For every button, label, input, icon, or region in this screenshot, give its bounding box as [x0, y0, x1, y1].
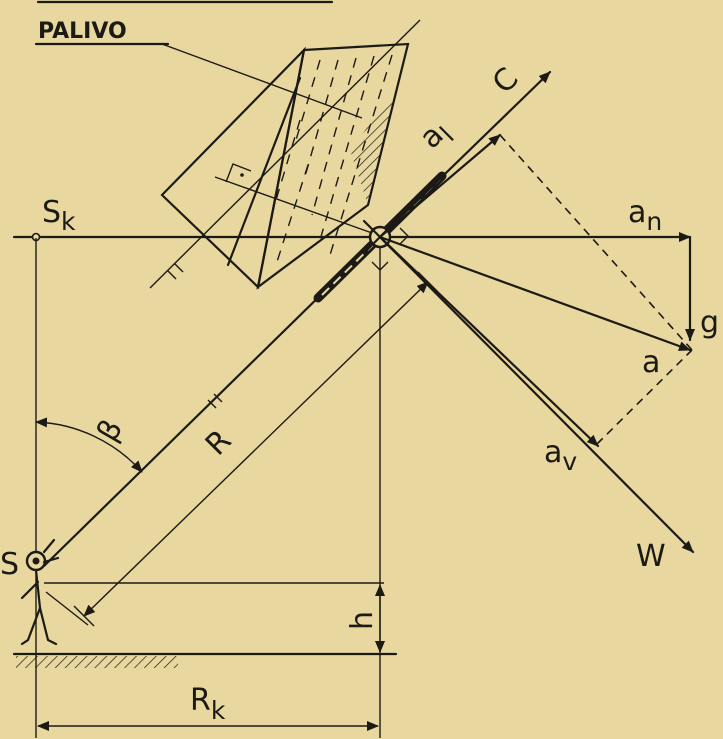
w-label: W [636, 539, 666, 574]
fuel-leader-line [161, 43, 363, 119]
c-label: C [486, 61, 526, 101]
s-label: S [0, 547, 19, 582]
h-label: h [345, 611, 380, 630]
r-dimension-line [83, 281, 429, 617]
beta-arc [35, 417, 143, 473]
av-vector [378, 235, 600, 448]
al-vector [378, 133, 502, 239]
an-label: an [628, 195, 662, 236]
al-projection [499, 134, 693, 351]
al-label: al [413, 113, 460, 160]
person-figure [20, 538, 60, 646]
w-vector [378, 235, 695, 554]
container-axis [149, 19, 421, 289]
rk-label: Rk [190, 683, 226, 725]
sk-label: Sk [42, 195, 76, 236]
a-label: a [642, 345, 660, 380]
beta-label: β [90, 414, 130, 448]
a-vector [378, 235, 692, 352]
c-vector [378, 70, 552, 239]
ground-hatch [16, 656, 178, 668]
fuel-container [160, 42, 410, 290]
av-label: av [544, 435, 577, 476]
g-label: g [700, 305, 719, 340]
r-label: R [199, 423, 238, 462]
fuel-label: PALIVO [38, 19, 127, 44]
